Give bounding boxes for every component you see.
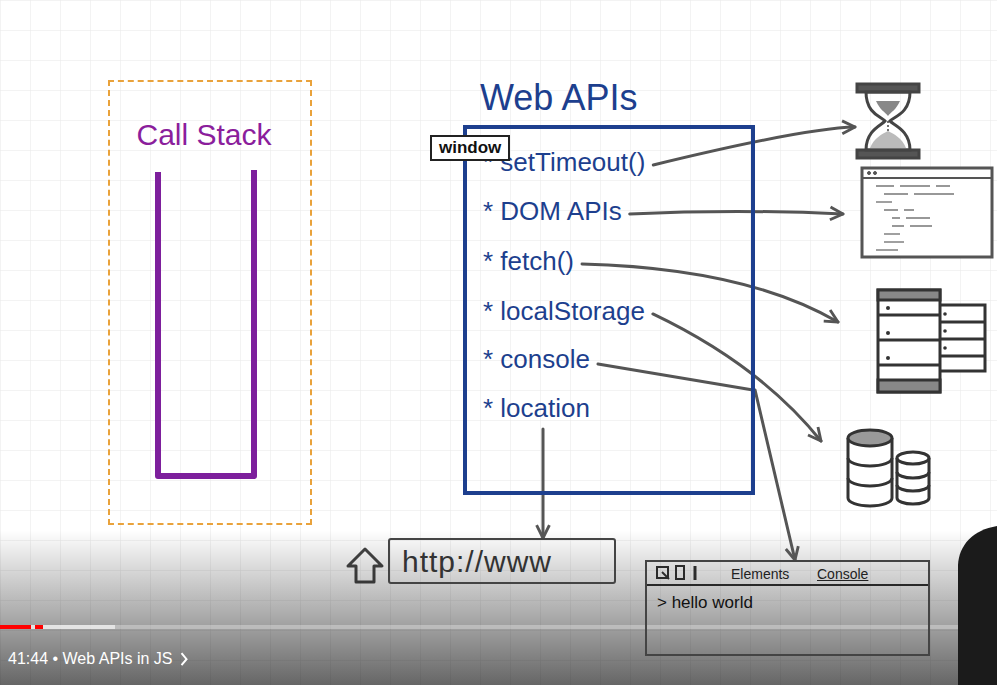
database-icon (897, 452, 929, 464)
database-icon (897, 485, 929, 491)
code-screen-icon (884, 233, 900, 234)
server-rack-icon (878, 339, 940, 342)
hourglass-icon (866, 92, 910, 150)
code-screen-icon (884, 209, 914, 210)
console-output: > hello world (657, 593, 753, 613)
server-rack-icon (943, 312, 947, 316)
hourglass-icon (857, 84, 919, 158)
server-rack-icon (878, 364, 940, 367)
server-rack-icon (878, 380, 940, 392)
web-apis-box: Web APIs* setTimeout()* DOM APIs* fetch(… (463, 125, 755, 495)
region-title: Call Stack (110, 118, 298, 153)
console-panel: Elements Console > hello world (645, 560, 930, 656)
progress-bar (0, 625, 115, 629)
code-screen-icon (874, 172, 877, 175)
code-screen-icon (862, 168, 992, 257)
box-heading: Web APIs (480, 77, 637, 118)
server-rack-icon (943, 329, 947, 333)
video-shade (0, 530, 997, 685)
code-screen-icon (892, 217, 930, 218)
chevron-icon (182, 653, 187, 665)
code-screen-icon (884, 241, 904, 242)
hourglass-icon (876, 101, 900, 116)
stack-container (158, 170, 254, 476)
server-rack-icon (878, 314, 940, 317)
api-item: * DOM APIs (483, 197, 622, 227)
tab-label: Elements (731, 566, 789, 582)
presenter (958, 526, 997, 685)
tab-label: window (439, 138, 501, 158)
progress-bar (0, 625, 997, 629)
code-screen-icon (862, 177, 992, 179)
leader-arrow (630, 211, 843, 214)
chevron-icon (182, 653, 187, 665)
window-tab: window (430, 135, 510, 161)
progress-bar (0, 625, 997, 629)
server-rack-icon (935, 305, 985, 371)
code-screen-icon (862, 168, 992, 257)
connector-arrow (755, 390, 795, 560)
progress-bar (35, 625, 43, 629)
hourglass-icon (887, 121, 889, 133)
database-icon (848, 430, 892, 446)
code-screen-icon (876, 185, 950, 186)
leader-line (598, 364, 753, 390)
server-rack-icon (878, 290, 940, 300)
code-screen-icon (892, 225, 932, 226)
code-screen-icon (876, 249, 898, 250)
code-screen-icon (876, 186, 954, 250)
leader-arrow (653, 314, 821, 441)
call-stack-region: Call Stack (108, 80, 312, 525)
database-icon (848, 430, 929, 506)
server-rack-icon (943, 346, 947, 350)
database-icon (848, 438, 892, 506)
tab-label: Console (817, 566, 868, 582)
hourglass-icon (870, 131, 906, 148)
api-item: * console (483, 345, 590, 375)
server-rack-icon (935, 355, 985, 358)
server-rack-icon (886, 331, 890, 335)
server-rack-icon (886, 306, 890, 310)
database-icon (848, 478, 892, 486)
code-screen-icon (884, 193, 954, 194)
url-bar: http://www (388, 538, 616, 584)
api-item: * localStorage (483, 297, 645, 327)
server-rack-icon (878, 290, 940, 392)
video-caption: 41:44 • Web APIs in JS (8, 650, 173, 668)
api-item: * location (483, 394, 590, 424)
server-rack-icon (886, 356, 890, 360)
url-text: http://www (402, 545, 552, 580)
code-screen-icon (868, 172, 871, 175)
api-item: * fetch() (483, 247, 574, 277)
code-screen-icon (876, 201, 892, 202)
server-rack-icon (878, 290, 985, 392)
leader-line (542, 429, 545, 493)
server-rack-icon (935, 338, 985, 341)
database-icon (848, 458, 892, 466)
progress-bar (0, 625, 31, 629)
connector-arrow (542, 495, 545, 538)
database-icon (897, 472, 929, 478)
server-rack-icon (935, 321, 985, 324)
